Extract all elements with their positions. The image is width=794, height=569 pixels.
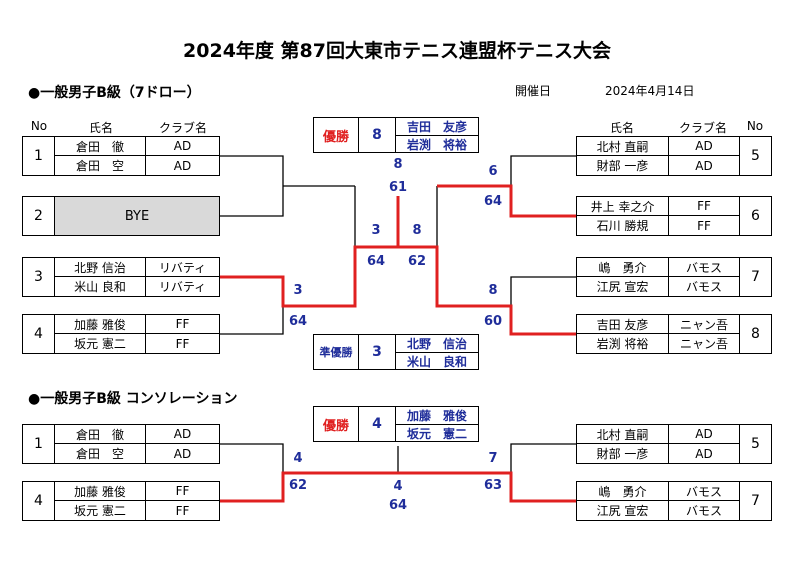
score: 4 xyxy=(393,479,403,494)
winner-label: 優勝 xyxy=(313,406,359,442)
player-name: 財部 一彦 xyxy=(576,443,669,464)
club-name: リバティ xyxy=(145,276,220,297)
entry-no: 7 xyxy=(739,257,772,297)
header-name-right: 氏名 xyxy=(609,121,634,135)
player-name: 江尻 宣宏 xyxy=(576,500,669,521)
score: 8 xyxy=(488,283,498,298)
player-name: 倉田 徹 xyxy=(54,424,146,444)
winner-player: 加藤 雅俊 xyxy=(395,406,479,425)
score: 60 xyxy=(483,314,503,329)
date-label: 開催日 xyxy=(515,84,552,98)
section-title-main: ●一般男子B級（7ドロー） xyxy=(28,85,201,101)
score: 62 xyxy=(407,254,427,269)
entry-no: 5 xyxy=(739,424,772,464)
club-name: FF xyxy=(145,500,220,521)
header-club-left: クラブ名 xyxy=(158,121,207,135)
runnerup-player: 米山 良和 xyxy=(395,352,479,370)
header-no-right: No xyxy=(746,119,764,133)
score: 8 xyxy=(412,223,422,238)
club-name: FF xyxy=(145,333,220,354)
club-name: AD xyxy=(668,424,740,444)
entry-no: 8 xyxy=(739,314,772,354)
entry-no: 6 xyxy=(739,196,772,236)
page-title: 2024年度 第87回大東市テニス連盟杯テニス大会 xyxy=(183,40,611,62)
player-name: 坂元 憲二 xyxy=(54,500,146,521)
score: 61 xyxy=(388,180,408,195)
header-no-left: No xyxy=(30,119,48,133)
player-name: 加藤 雅俊 xyxy=(54,481,146,501)
header-club-right: クラブ名 xyxy=(678,121,727,135)
entry-no: 7 xyxy=(739,481,772,521)
header-name-left: 氏名 xyxy=(88,121,113,135)
entry-no: 1 xyxy=(22,424,55,464)
winner-player: 坂元 憲二 xyxy=(395,424,479,442)
score: 6 xyxy=(488,164,498,179)
score: 8 xyxy=(393,157,403,172)
score: 64 xyxy=(366,254,386,269)
club-name: バモス xyxy=(668,500,740,521)
entry-no: 4 xyxy=(22,481,55,521)
entry-no: 5 xyxy=(739,136,772,176)
club-name: FF xyxy=(145,481,220,501)
club-name: AD xyxy=(145,155,220,176)
score: 7 xyxy=(488,451,498,466)
score: 4 xyxy=(293,451,303,466)
score: 3 xyxy=(371,223,381,238)
section-title-consolation: ●一般男子B級 コンソレーション xyxy=(28,391,238,407)
club-name: バモス xyxy=(668,481,740,501)
club-name: AD xyxy=(145,443,220,464)
club-name: AD xyxy=(668,443,740,464)
winner-player: 岩渕 将裕 xyxy=(395,135,479,153)
player-name: 倉田 空 xyxy=(54,443,146,464)
player-name: 北村 直嗣 xyxy=(576,424,669,444)
score: 63 xyxy=(483,478,503,493)
club-name: AD xyxy=(145,424,220,444)
score: 64 xyxy=(288,314,308,329)
player-name: 嶋 勇介 xyxy=(576,481,669,501)
winner-no: 4 xyxy=(358,406,396,442)
score: 64 xyxy=(483,194,503,209)
score: 64 xyxy=(388,498,408,513)
date-value: 2024年4月14日 xyxy=(605,84,695,98)
bye-slot: BYE xyxy=(54,196,220,236)
score: 62 xyxy=(288,478,308,493)
score: 3 xyxy=(293,283,303,298)
